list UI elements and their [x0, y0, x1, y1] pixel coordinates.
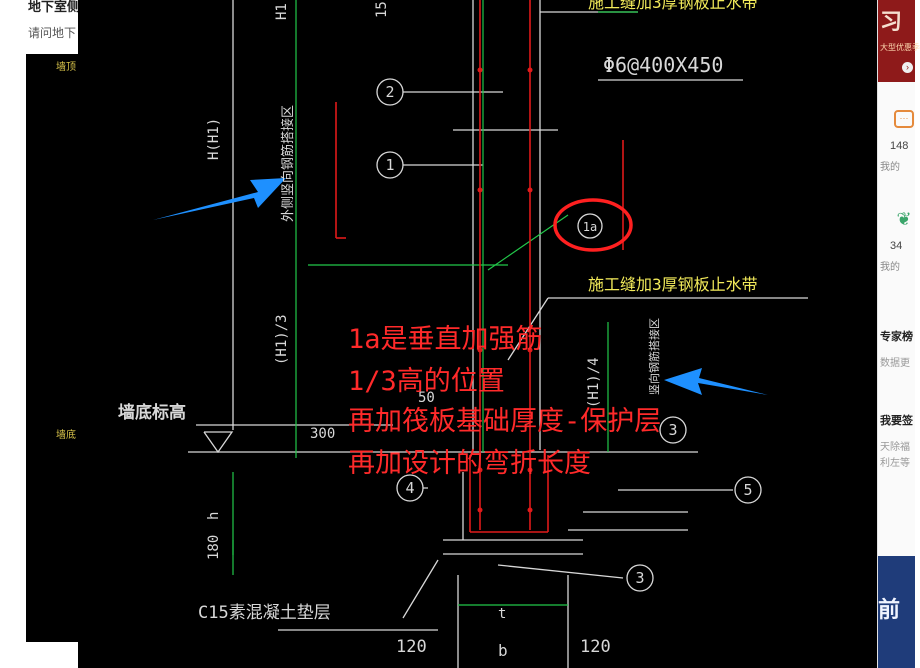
- dim-180-text: 180: [206, 535, 222, 560]
- cushion-text: C15素混凝土垫层: [198, 603, 331, 623]
- rebar-spec-text: Φ6@400X450: [603, 53, 723, 77]
- question-column: 地下室侧 请问地下 墙顶 墙底: [0, 0, 81, 668]
- promo-banner-top-text: 习: [880, 9, 903, 34]
- promo-banner-bottom[interactable]: 前: [878, 556, 915, 668]
- stat-adopted-number: 34: [890, 240, 903, 252]
- annotation-line-1: 1a是垂直加强筋: [348, 324, 543, 355]
- thumbnail-label-mid: 墙底: [56, 430, 76, 441]
- dim-b-text: b: [498, 641, 508, 660]
- dim-t-text: t: [498, 606, 506, 622]
- callout-circle-3b: [626, 564, 654, 592]
- callout-5-text: 5: [743, 481, 752, 499]
- callout-1a-highlight: [553, 198, 633, 252]
- sign-in-subtitle-1: 天除福: [880, 442, 910, 453]
- dim-h1-text: H1: [274, 3, 290, 20]
- callout-2-text: 2: [385, 83, 394, 101]
- dim-120-left-text: 120: [396, 637, 427, 657]
- thumbnail-label-top: 墙顶: [56, 62, 76, 73]
- left-blue-arrow: [153, 178, 286, 220]
- callout-1-text: 1: [385, 156, 394, 174]
- vertical-note-right: 竖向钢筋搭接区: [647, 318, 661, 395]
- dim-h4-text: (H1)/4: [586, 357, 602, 408]
- annotation-line-3: 再加筏板基础厚度-保护层: [348, 406, 661, 437]
- dim-50-text: 50: [418, 390, 435, 406]
- stat-adopted[interactable]: ❦ 34 我的: [878, 196, 915, 288]
- callout-circle-1: [376, 151, 404, 179]
- water-stop-top-text: 施工缝加3厚钢板止水带: [588, 0, 758, 12]
- callout-3a-text: 3: [668, 421, 677, 439]
- vertical-note-left: 外侧竖向钢筋搭接区: [280, 105, 296, 222]
- callout-circle-2: [376, 78, 404, 106]
- question-title[interactable]: 地下室侧: [28, 0, 81, 14]
- right-sidebar: 习 大型优惠季 › ··· 148 我的 ❦ 34 我的 专家榜 数据更 我要签…: [877, 0, 920, 668]
- leader-cushion: [402, 559, 439, 619]
- callout-circle-5: [734, 476, 762, 504]
- question-subtitle: 请问地下: [28, 26, 77, 40]
- sign-in-subtitle-2: 利左等: [880, 458, 910, 469]
- callout-circle-4: [396, 474, 424, 502]
- dim-h3-text: (H1)/3: [274, 314, 290, 365]
- water-stop-text: 施工缝加3厚钢板止水带: [588, 275, 758, 294]
- promo-banner-top[interactable]: 习 大型优惠季 ›: [878, 0, 920, 82]
- dim-h-text: h: [206, 512, 222, 520]
- callout-3b-text: 3: [635, 569, 644, 587]
- callout-4-text: 4: [405, 479, 414, 497]
- wall-section-drawing: 2 1 1a 4 5 3 3 Φ6@400X450 墙底标高 C15素混凝土垫层…: [118, 0, 808, 668]
- callout-circle-1a: [577, 213, 603, 239]
- stat-answers-label: 我的: [880, 162, 900, 173]
- annotation-line-2: 1/3高的位置: [348, 366, 505, 397]
- dim-300-text: 300: [310, 426, 335, 442]
- annotation-line-4: 再加设计的弯折长度: [348, 448, 591, 479]
- leader-water-stop-diag: [507, 297, 549, 361]
- leader-3: [497, 564, 624, 579]
- promo-close-icon[interactable]: ›: [902, 62, 913, 73]
- cad-drawing-image: 2 1 1a 4 5 3 3 Φ6@400X450 墙底标高 C15素混凝土垫层…: [78, 0, 877, 668]
- elevation-marker: [203, 431, 234, 454]
- stat-adopted-label: 我的: [880, 262, 900, 273]
- dim-120-right-text: 120: [580, 637, 611, 657]
- stat-answers[interactable]: ··· 148 我的: [878, 96, 915, 188]
- promo-banner-top-sub: 大型优惠季: [880, 43, 920, 52]
- drawing-thumbnail[interactable]: 墙顶 墙底: [26, 54, 78, 642]
- callout-1a-text: 1a: [583, 220, 597, 234]
- sign-in-title[interactable]: 我要签: [880, 415, 913, 427]
- callout-circle-3a: [659, 416, 687, 444]
- comment-icon: ···: [894, 110, 914, 128]
- stat-answers-number: 148: [890, 140, 909, 152]
- promo-banner-bottom-text: 前: [878, 597, 901, 622]
- wall-bottom-elevation-text: 墙底标高: [118, 402, 186, 423]
- expert-ranking-title[interactable]: 专家榜: [880, 331, 913, 343]
- leaf-icon: ❦: [896, 209, 912, 229]
- dim-h-h1-text: H(H1): [206, 118, 222, 160]
- expert-ranking-subtitle: 数据更: [880, 358, 910, 369]
- dim-15-text: 15: [374, 1, 390, 18]
- right-blue-arrow: [664, 368, 768, 395]
